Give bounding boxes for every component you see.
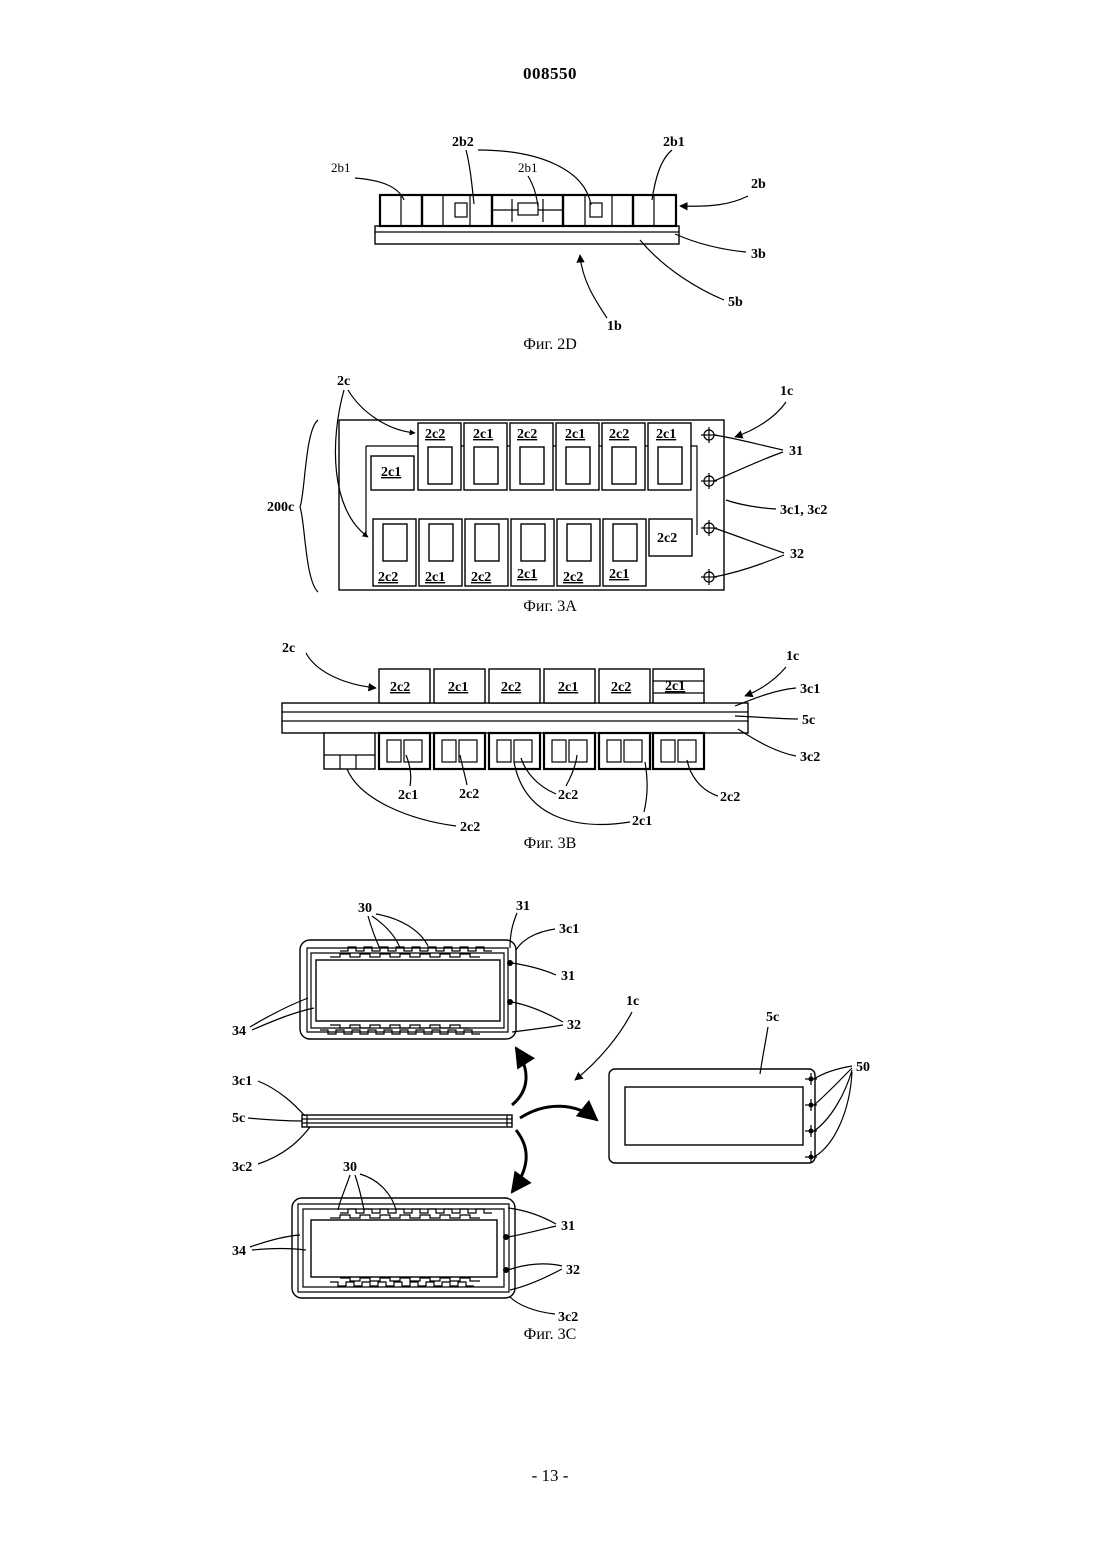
cell-label: 2c1 [665,679,685,694]
label-31-bot: 31 [561,1219,575,1234]
figure-2d: 2b1 2b2 2b1 2b1 2b 3b 5b 1b Фиг. 2D [331,135,766,353]
label-50: 50 [856,1060,870,1075]
cell-label: 2c1 [517,567,537,582]
cell-label: 2c1 [558,680,578,695]
label-2b: 2b [751,177,766,192]
label-2b1-left: 2b1 [331,160,351,175]
label-31: 31 [789,444,803,459]
cell-label: 2c2 [471,570,491,585]
label-2b2: 2b2 [452,135,474,150]
label-1c: 1c [780,384,793,399]
label-2c1-b: 2c1 [632,814,652,829]
top-row-modules: 2c2 2c1 2c2 2c1 2c2 2c1 [379,669,704,703]
label-5c-right: 5c [766,1010,779,1025]
cell-label: 2c2 [425,427,445,442]
label-2b1-right: 2b1 [663,135,685,150]
cell-label: 2c1 [473,427,493,442]
label-2c: 2c [337,374,350,389]
label-31-top-2: 31 [561,969,575,984]
board-stack-side-view [302,1115,512,1127]
caption-fig-3b: Фиг. 3В [524,835,577,852]
cell-label: 2c2 [611,680,631,695]
label-3c1-3c2: 3c1, 3c2 [780,503,827,518]
caption-fig-3a: Фиг. 3А [523,598,577,615]
label-34-bot: 34 [232,1244,246,1259]
cell-label: 2c2 [657,531,677,546]
label-30-bot: 30 [343,1160,357,1175]
arrow-down-icon [512,1130,526,1192]
label-2c2-b: 2c2 [558,788,578,803]
board-5c-top-view [609,1069,817,1163]
label-34-top: 34 [232,1024,246,1039]
label-5b: 5b [728,295,743,310]
cell-label: 2c2 [390,680,410,695]
label-2c2-c: 2c2 [460,820,480,835]
label-2c2-a: 2c2 [459,787,479,802]
cell-label: 2c1 [565,427,585,442]
cell-label: 2c2 [378,570,398,585]
cell-label: 2c2 [501,680,521,695]
cell-label: 2c2 [609,427,629,442]
board-3c2-top-view [292,1198,515,1298]
label-2b1-mid: 2b1 [518,160,538,175]
label-31-top: 31 [516,899,530,914]
cell-label: 2c1 [609,567,629,582]
label-3c2-side: 3c2 [232,1160,252,1175]
label-5c: 5c [802,713,815,728]
label-1c: 1c [626,994,639,1009]
cell-label: 2c1 [656,427,676,442]
figure-3b: 2c2 2c1 2c2 2c1 2c2 2c1 [282,641,820,852]
cell-label: 2c1 [381,465,401,480]
label-3b: 3b [751,247,766,262]
module-row-2b [380,195,676,226]
label-32-bot: 32 [566,1263,580,1278]
label-2c2-d: 2c2 [720,790,740,805]
label-32: 32 [790,547,804,562]
cell-label: 2c2 [517,427,537,442]
board-3c1-top-view [300,940,516,1039]
label-2c1-a: 2c1 [398,788,418,803]
cell-label: 2c2 [563,570,583,585]
label-3c1-side: 3c1 [232,1074,252,1089]
label-200c: 200c [267,500,294,515]
label-3c2: 3c2 [800,750,820,765]
caption-fig-2d: Фиг. 2D [523,336,577,353]
label-5c-side: 5c [232,1111,245,1126]
figure-3c: 30 31 3c1 31 34 32 3c1 5c 3c2 [232,899,870,1343]
page-footer-number: - 13 - [0,1466,1100,1486]
label-3c1: 3c1 [800,682,820,697]
caption-fig-3c: Фиг. 3С [524,1326,577,1343]
label-32-top: 32 [567,1018,581,1033]
substrate-3b [375,226,679,244]
arrow-up-icon [512,1048,526,1105]
cell-label: 2c1 [425,570,445,585]
label-2c: 2c [282,641,295,656]
label-1c: 1c [786,649,799,664]
board-stack-3c1-5c-3c2 [282,703,748,733]
label-3c1-top: 3c1 [559,922,579,937]
label-3c2-bot: 3c2 [558,1310,578,1325]
label-1b: 1b [607,319,622,334]
figure-3a: 2c2 2c1 2c2 2c1 2c2 2c1 2c1 2c2 2c1 2c2 … [267,374,827,615]
label-30-top: 30 [358,901,372,916]
cell-label: 2c1 [448,680,468,695]
arrow-right-icon [520,1106,597,1120]
